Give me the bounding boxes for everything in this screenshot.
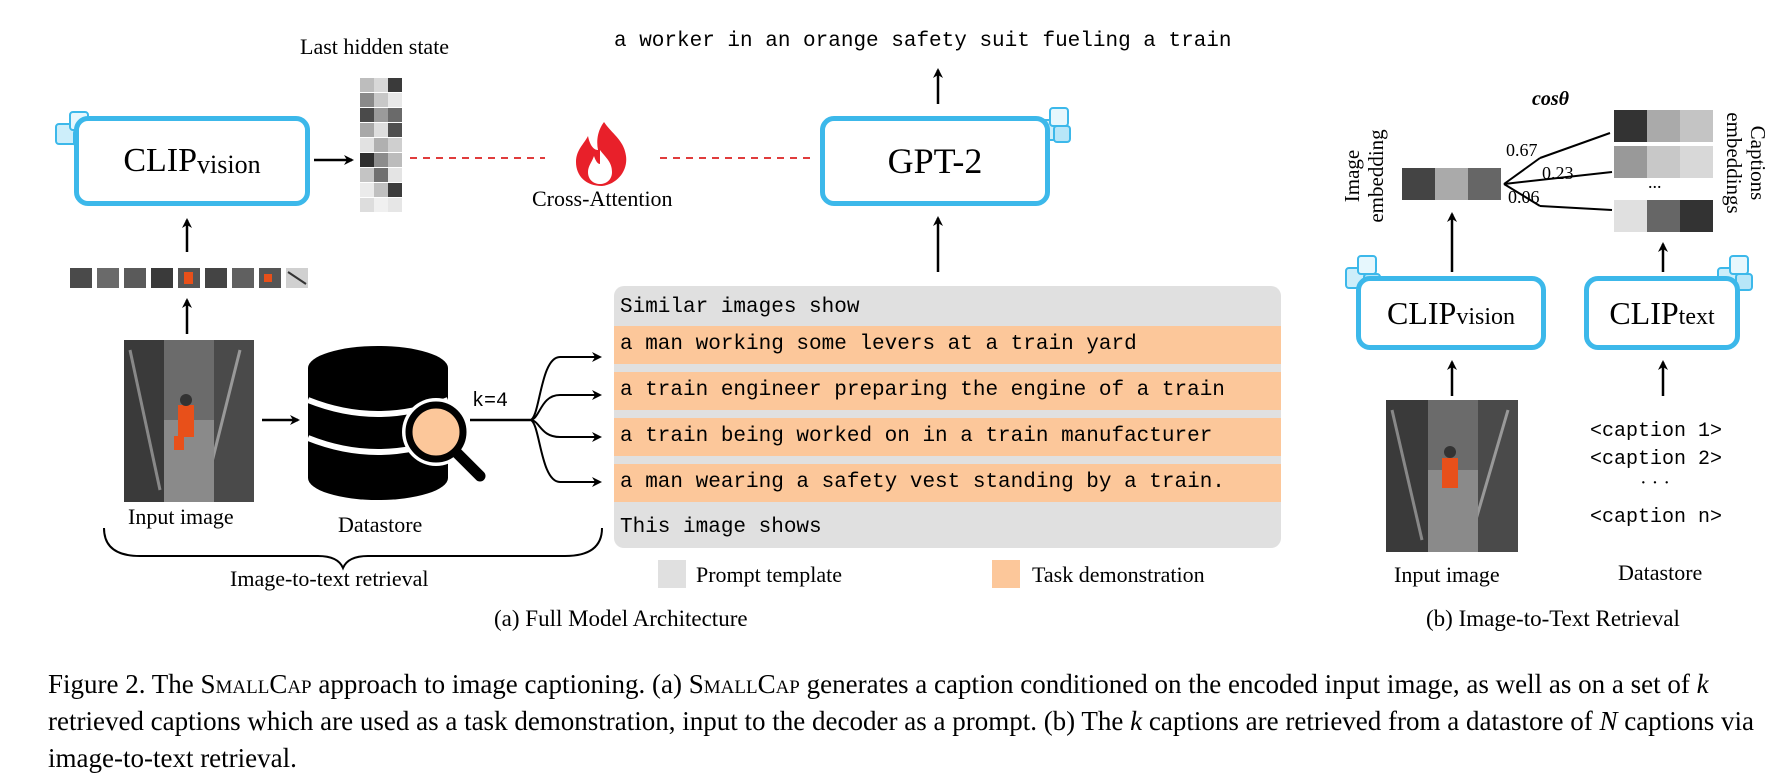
clip-label: CLIP (1609, 294, 1679, 331)
method-name: SmallCap (200, 669, 312, 699)
datastore-caption-n: <caption n> (1590, 506, 1723, 529)
datastore-label-b: Datastore (1618, 560, 1703, 585)
input-image-label-b: Input image (1394, 562, 1500, 587)
math-k: k (1130, 706, 1143, 736)
retrieval-label: Image-to-text retrieval (230, 566, 429, 591)
k-label: k=4 (472, 390, 509, 413)
gpt2-label: GPT-2 (887, 141, 983, 181)
math-k: k (1696, 669, 1709, 699)
demo-caption-2: a train engineer preparing the engine of… (614, 372, 1281, 410)
legend-prompt-label: Prompt template (696, 562, 843, 587)
similarity-3: 0.06 (1508, 187, 1540, 207)
prompt-head: Similar images show (620, 296, 860, 319)
generated-caption: a worker in an orange safety suit fuelin… (614, 30, 1232, 53)
last-hidden-state-label: Last hidden state (300, 34, 450, 59)
input-image-label: Input image (128, 504, 234, 529)
demo-caption-4: a man wearing a safety vest standing by … (614, 464, 1281, 502)
captions-embeddings-label: Captions embeddings (1722, 112, 1770, 214)
input-image (124, 340, 254, 502)
hidden-state-grid (360, 78, 402, 212)
retrieval-fan-arrows (470, 352, 602, 487)
gpt2-decoder: GPT-2 (820, 116, 1050, 206)
caption-text: retrieved captions which are used as a t… (48, 706, 1131, 736)
demo-caption-1: a man working some levers at a train yar… (614, 326, 1281, 364)
panel-b-title: (b) Image-to-Text Retrieval (1426, 606, 1680, 631)
image-embedding-label: Image embedding (1340, 129, 1388, 223)
clip-sub-label: vision (1456, 303, 1516, 330)
magnifier-icon (402, 398, 486, 482)
caption-text: approach to image captioning. (a) (311, 669, 689, 699)
method-name: SmallCap (688, 669, 800, 699)
similarity-1: 0.67 (1506, 140, 1538, 160)
datastore-caption-1: <caption 1> (1590, 420, 1723, 443)
image-patches (70, 268, 308, 288)
clip-sub-label: text (1678, 303, 1715, 330)
more-captions-dots: ... (1648, 172, 1662, 192)
image-embedding-vector (1402, 168, 1501, 200)
retrieval-brace (103, 527, 603, 571)
legend-prompt-swatch (658, 560, 686, 588)
clip-sub-label: vision (197, 150, 261, 179)
demo-caption-3: a train being worked on in a train manuf… (614, 418, 1281, 456)
cos-label: cosθ (1532, 88, 1570, 110)
similarity-lines (1503, 132, 1613, 211)
caption-embedding-vectors (1614, 110, 1713, 232)
prompt-tail: This image shows (620, 516, 822, 539)
similarity-2: 0.23 (1542, 163, 1574, 183)
caption-text: Figure 2. The (48, 669, 201, 699)
caption-text: captions via image-to-text retrieval. (48, 706, 1754, 773)
panel-a-title: (a) Full Model Architecture (494, 606, 748, 631)
datastore-caption-2: <caption 2> (1590, 448, 1723, 471)
datastore-vdots: · · · (1640, 472, 1670, 494)
math-n: N (1599, 706, 1618, 736)
clip-label: CLIP (1386, 294, 1457, 331)
legend-task-label: Task demonstration (1032, 562, 1205, 587)
figure-caption: Figure 2. The SmallCap approach to image… (48, 666, 1768, 777)
datastore-label: Datastore (338, 512, 423, 537)
input-image-b (1386, 400, 1518, 552)
cross-attention-label: Cross-Attention (532, 186, 673, 211)
clip-label: CLIP (123, 142, 198, 179)
caption-text: captions are retrieved from a datastore … (1142, 706, 1600, 736)
caption-text: generates a caption conditioned on the e… (799, 669, 1697, 699)
legend-task-swatch (992, 560, 1020, 588)
flame-icon (576, 122, 627, 186)
